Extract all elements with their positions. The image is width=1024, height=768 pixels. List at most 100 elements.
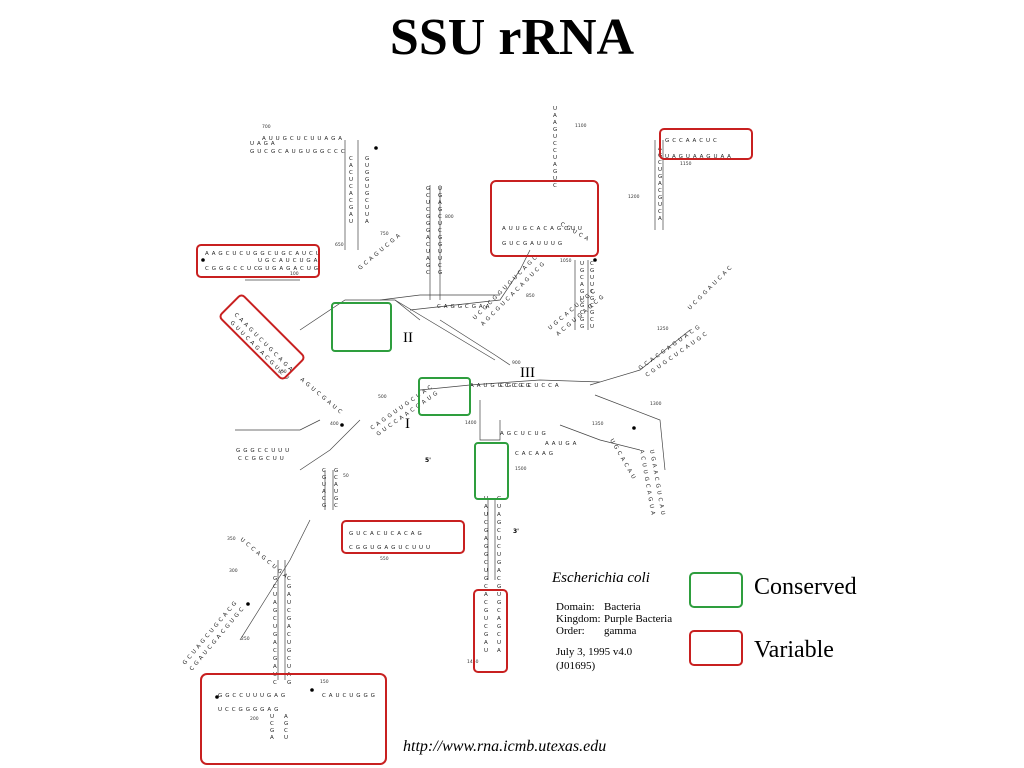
position-label: 650 [335,242,344,248]
position-label: 1100 [575,123,587,129]
svg-text:U C C A G C U G A: U C C A G C U G A [239,537,289,580]
sequence-fragment: G G C C U U U G A G [218,693,286,699]
svg-text:A G C G U C A C A G U C G: A G C G U C A C A G U C G [480,261,546,327]
position-label: 1200 [628,194,640,200]
svg-text:U C G G A U C A C: U C G G A U C A C [687,265,734,312]
position-label: 50 [343,473,349,479]
svg-text:U G C A C A U: U G C A C A U [608,438,636,481]
legend-label-variable: Variable [754,637,834,663]
position-label: 150 [320,679,329,685]
taxonomy-label: Domain: [556,601,595,613]
svg-text:U C G C G G U G U C A G C: U C G C G G U G U C A G C [472,255,539,322]
position-label: 1300 [650,401,662,407]
version-date: July 3, 1995 v4.0 [556,646,633,658]
svg-text:A G U C G A U C: A G U C G A U C [299,377,343,416]
position-label: 900 [512,360,521,366]
taxonomy-row-kingdom: Kingdom:Purple Bacteria [556,613,672,625]
conserved-region-box [474,442,509,500]
position-label: 200 [250,716,259,722]
variable-region-box [196,244,320,278]
position-label: 1250 [657,326,669,332]
sequence-fragment: G U C G C A U G U G G C C C [250,149,345,155]
svg-text:G C A G U C G A: G C A G U C G A [357,233,402,272]
sequence-fragment: A A U G G C C G G [470,383,530,389]
svg-text:C G U C A: C G U C A [559,222,590,243]
conserved-region-box [418,377,471,416]
three-prime-end: 3' [513,528,519,535]
sequence-fragment: G C C A A C U C [665,138,717,144]
sequence-fragment: C A G G C G A A [437,304,490,310]
taxonomy-value: Bacteria [604,601,641,613]
position-label: 500 [378,394,387,400]
source-url: http://www.rna.icmb.utexas.edu [403,738,607,755]
sequence-fragment: U A G A [250,141,275,147]
species-name: Escherichia coli [552,570,650,586]
taxonomy-label: Order: [556,625,585,637]
sequence-fragment: G U C A C U C A C A G [349,531,422,537]
conserved-region-box [331,302,392,352]
position-label: 400 [330,421,339,427]
position-label: 1400 [465,420,477,426]
five-prime-end: 5' [425,457,431,464]
svg-text:C G A U C G A C G U G C: C G A U C G A C G U G C [189,606,246,672]
diagonal-helix-sequence: C A A G U C U G C A G A [233,312,294,373]
legend-label-conserved: Conserved [754,574,857,600]
sequence-fragment: C C G G C U U [238,456,284,462]
position-label: 700 [262,124,271,130]
position-label: 1350 [592,421,604,427]
position-label: 850 [526,293,535,299]
sequence-fragment: U C C G G G G A G [218,707,279,713]
variable-region-box [473,589,508,673]
position-label: 1050 [560,258,572,264]
sequence-fragment: A G C U C U G [500,431,546,437]
domain-label-iii: III [520,365,535,381]
sequence-fragment: A U U G C A C A G C U U [502,226,582,232]
variable-region-boxes [196,128,753,765]
sequence-fragment: C G G G C C U C [205,266,258,272]
taxonomy-value: Purple Bacteria [604,613,673,625]
position-label: 1450 [467,659,479,665]
taxonomy-label: Kingdom: [556,613,601,625]
position-label: 1500 [515,466,527,472]
sequence-fragment: C A U C U G G G [322,693,376,699]
position-label: 750 [380,231,389,237]
variable-region-box [659,128,753,160]
position-label: 1150 [680,161,692,167]
position-label: 800 [445,214,454,220]
svg-text:G C U A G C U G C A C G: G C U A G C U G C A C G [182,600,239,666]
position-label: 450 [278,369,287,375]
position-labels: 700 750 800 650 850 1100 1150 1050 1200 … [227,123,692,722]
sequence-fragment: C G C C C U C C A [500,383,559,389]
variable-region-box [219,294,305,380]
sequence-fragment: A U U G C U C U U A G A [262,136,343,142]
taxonomy-row-order: Order: gamma [556,625,636,637]
base-pair-dots [201,146,636,699]
legend-swatch-conserved [689,572,743,608]
taxonomy-value: gamma [604,625,637,637]
position-label: 300 [229,568,238,574]
sequence-fragment: G U C G A U U U G [502,241,563,247]
slide-title: SSU rRNA [389,9,635,66]
sequence-fragment: C A C A A G [515,451,554,457]
sequence-fragment: G U G A G A C U G [258,266,319,272]
sequence-fragment: U G C A U C U G A [258,258,318,264]
sequence-fragment: A A U G A [545,441,577,447]
variable-region-box [200,673,387,765]
sequence-fragment: G G G C C U U U [236,448,290,454]
conserved-region-boxes [331,302,509,500]
variable-region-box [341,520,465,554]
nucleotide-sequences: U A G A A U U G C U C U U A G A G U C G … [182,106,734,741]
